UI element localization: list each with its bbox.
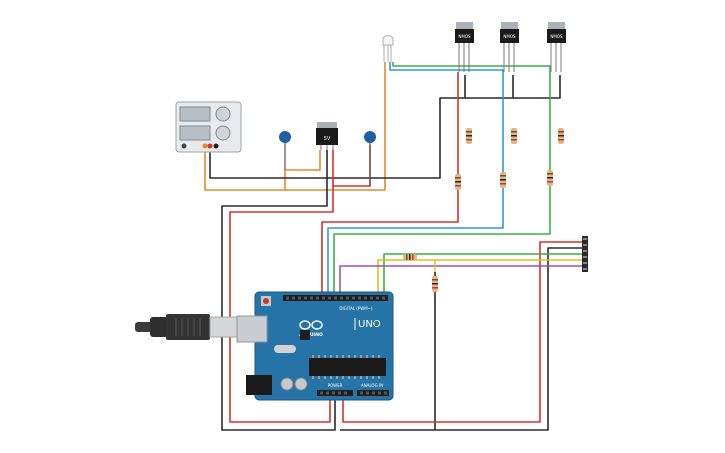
voltage-regulator[interactable]: 5V <box>316 122 338 150</box>
resistors <box>403 128 564 292</box>
mosfet-1-label: NMOS <box>458 34 471 39</box>
wire-orange-bus <box>285 62 386 191</box>
arduino-uno[interactable]: DIGITAL (PWM~) ARDUINO UNO <box>236 291 394 401</box>
resistor-mos-2[interactable] <box>511 128 517 144</box>
arduino-usb-port <box>236 315 268 343</box>
resistor-gate-2[interactable] <box>500 172 506 188</box>
arduino-brand: ARDUINO <box>299 332 323 338</box>
wire-green <box>333 62 551 296</box>
arduino-power-jack <box>246 375 272 395</box>
analog-header-label: ANALOG IN <box>361 383 383 388</box>
capacitor-right[interactable] <box>364 131 376 186</box>
wire-blue <box>327 62 504 296</box>
resistor-gate-1[interactable] <box>455 174 461 190</box>
rgb-led[interactable] <box>382 35 394 63</box>
mosfet-3[interactable]: NMOS <box>547 22 566 72</box>
usb-cable[interactable] <box>135 314 238 340</box>
wire-red-gate <box>321 186 459 296</box>
mosfet-2[interactable]: NMOS <box>500 22 519 72</box>
capacitor-left[interactable] <box>279 131 291 170</box>
wire-green-right <box>383 253 582 296</box>
regulator-label: 5V <box>324 136 331 142</box>
wire-red-5v <box>332 145 371 187</box>
mosfet-1[interactable]: NMOS <box>455 22 474 72</box>
resistor-gate-3[interactable] <box>547 170 553 186</box>
wire-black-mos <box>464 75 514 98</box>
power-supply[interactable] <box>175 101 242 153</box>
resistor-pulldown[interactable] <box>432 260 438 292</box>
mosfet-3-label: NMOS <box>550 34 563 39</box>
pin-header-connector[interactable] <box>582 236 588 272</box>
resistor-mos-1[interactable] <box>466 128 472 144</box>
arduino-logo-icon <box>299 320 323 330</box>
reset-button[interactable] <box>263 298 269 304</box>
wire-yellow <box>377 259 582 296</box>
resistor-horizontal[interactable] <box>403 254 417 260</box>
mosfet-2-label: NMOS <box>503 34 516 39</box>
wire-red-right <box>342 241 582 423</box>
wire-black-psu <box>209 75 561 179</box>
power-header-label: POWER <box>328 383 343 388</box>
wire-purple <box>339 265 582 296</box>
resistor-mos-3[interactable] <box>558 128 564 144</box>
wire-orange-psu <box>204 146 321 191</box>
atmega-chip <box>309 358 386 376</box>
arduino-model: UNO <box>358 319 381 330</box>
wire-black-right <box>340 247 582 431</box>
digital-header-label: DIGITAL (PWM~) <box>339 306 373 311</box>
